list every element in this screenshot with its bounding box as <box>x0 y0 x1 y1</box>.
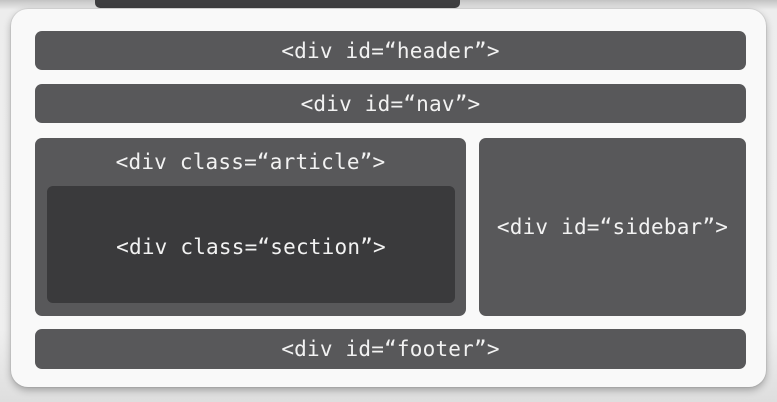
footer-block: <div id=“footer”> <box>35 329 746 369</box>
top-edge-artifact-strip <box>95 0 460 8</box>
footer-label: <div id=“footer”> <box>281 337 500 361</box>
nav-block: <div id=“nav”> <box>35 84 746 123</box>
sidebar-block: <div id=“sidebar”> <box>479 138 746 316</box>
section-label: <div class=“section”> <box>116 234 386 259</box>
section-block: <div class=“section”> <box>47 186 455 303</box>
nav-label: <div id=“nav”> <box>300 91 481 116</box>
page-layout-card: <div id=“header”> <div id=“nav”> <div cl… <box>11 9 766 387</box>
header-label: <div id=“header”> <box>281 38 500 63</box>
header-block: <div id=“header”> <box>35 31 746 70</box>
article-label: <div class=“article”> <box>115 150 386 174</box>
sidebar-label: <div id=“sidebar”> <box>496 215 729 239</box>
